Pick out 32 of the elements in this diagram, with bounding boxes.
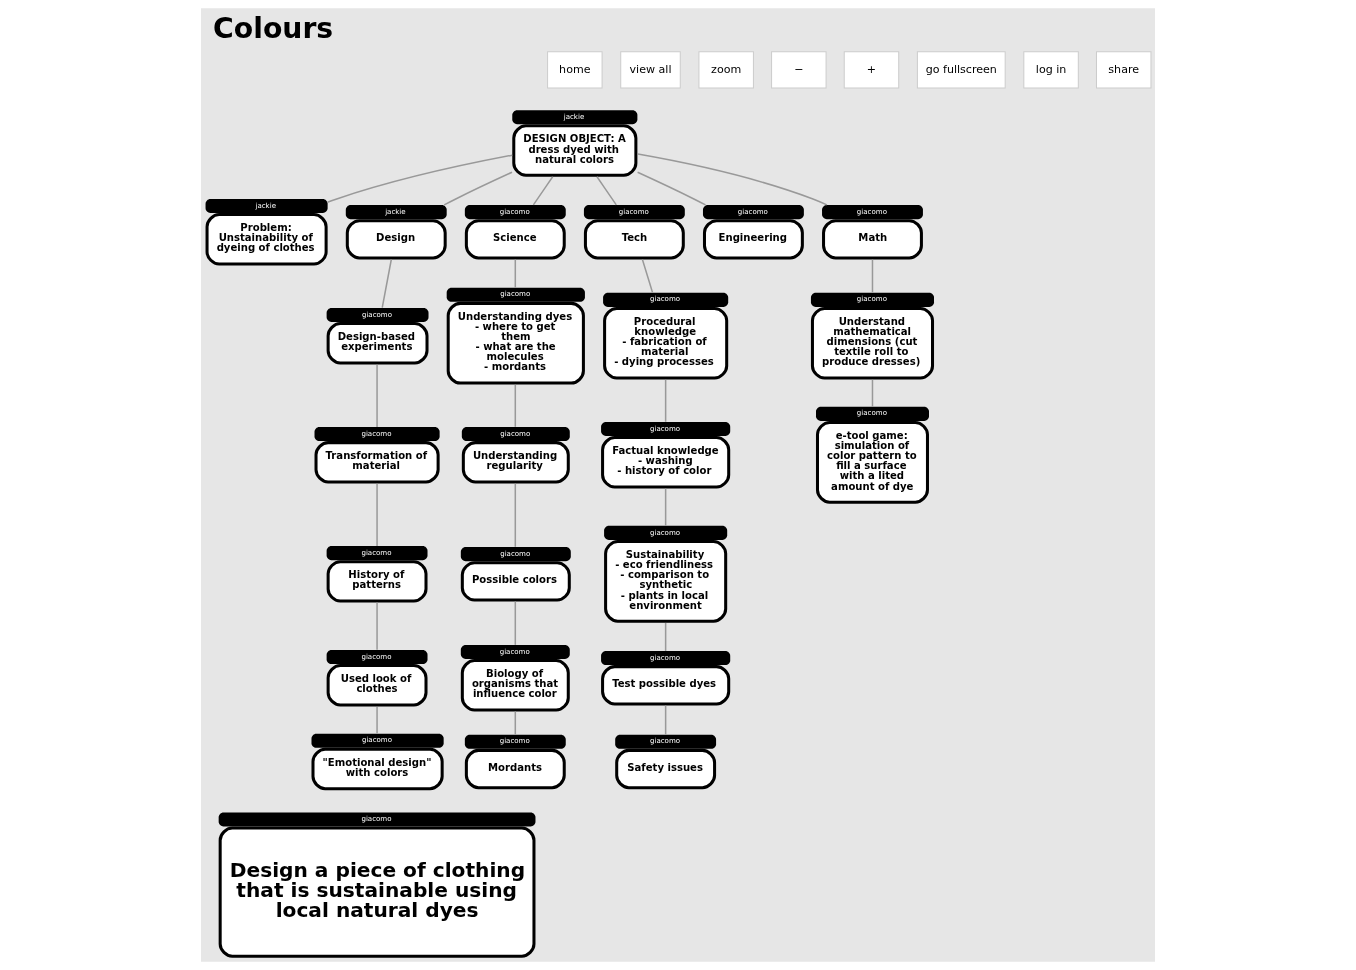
connector (641, 258, 654, 294)
connector (376, 363, 378, 428)
label: zoom (711, 62, 742, 76)
connector (376, 706, 378, 735)
connector (664, 487, 667, 527)
label: − (794, 62, 804, 76)
connector (443, 171, 513, 206)
label: go fullscreen (925, 62, 997, 76)
connector (376, 601, 378, 651)
connector (514, 600, 517, 646)
connector (664, 379, 667, 423)
connector (532, 176, 554, 206)
label: view all (629, 62, 672, 76)
connector (326, 154, 513, 204)
connector (664, 704, 667, 736)
connector (871, 379, 874, 408)
connector (514, 258, 517, 289)
connector (381, 258, 393, 309)
label: + (866, 62, 877, 76)
connector (514, 384, 517, 428)
connector (514, 710, 517, 736)
label: share (1108, 62, 1140, 76)
connector (636, 171, 707, 206)
label: log in (1035, 62, 1067, 76)
connector (871, 258, 874, 294)
connector (637, 153, 828, 206)
connector (596, 176, 617, 206)
connector (376, 482, 378, 547)
label: home (559, 62, 591, 76)
connector (664, 622, 667, 652)
diagram-title: Colours (213, 11, 334, 45)
connector (514, 482, 517, 548)
